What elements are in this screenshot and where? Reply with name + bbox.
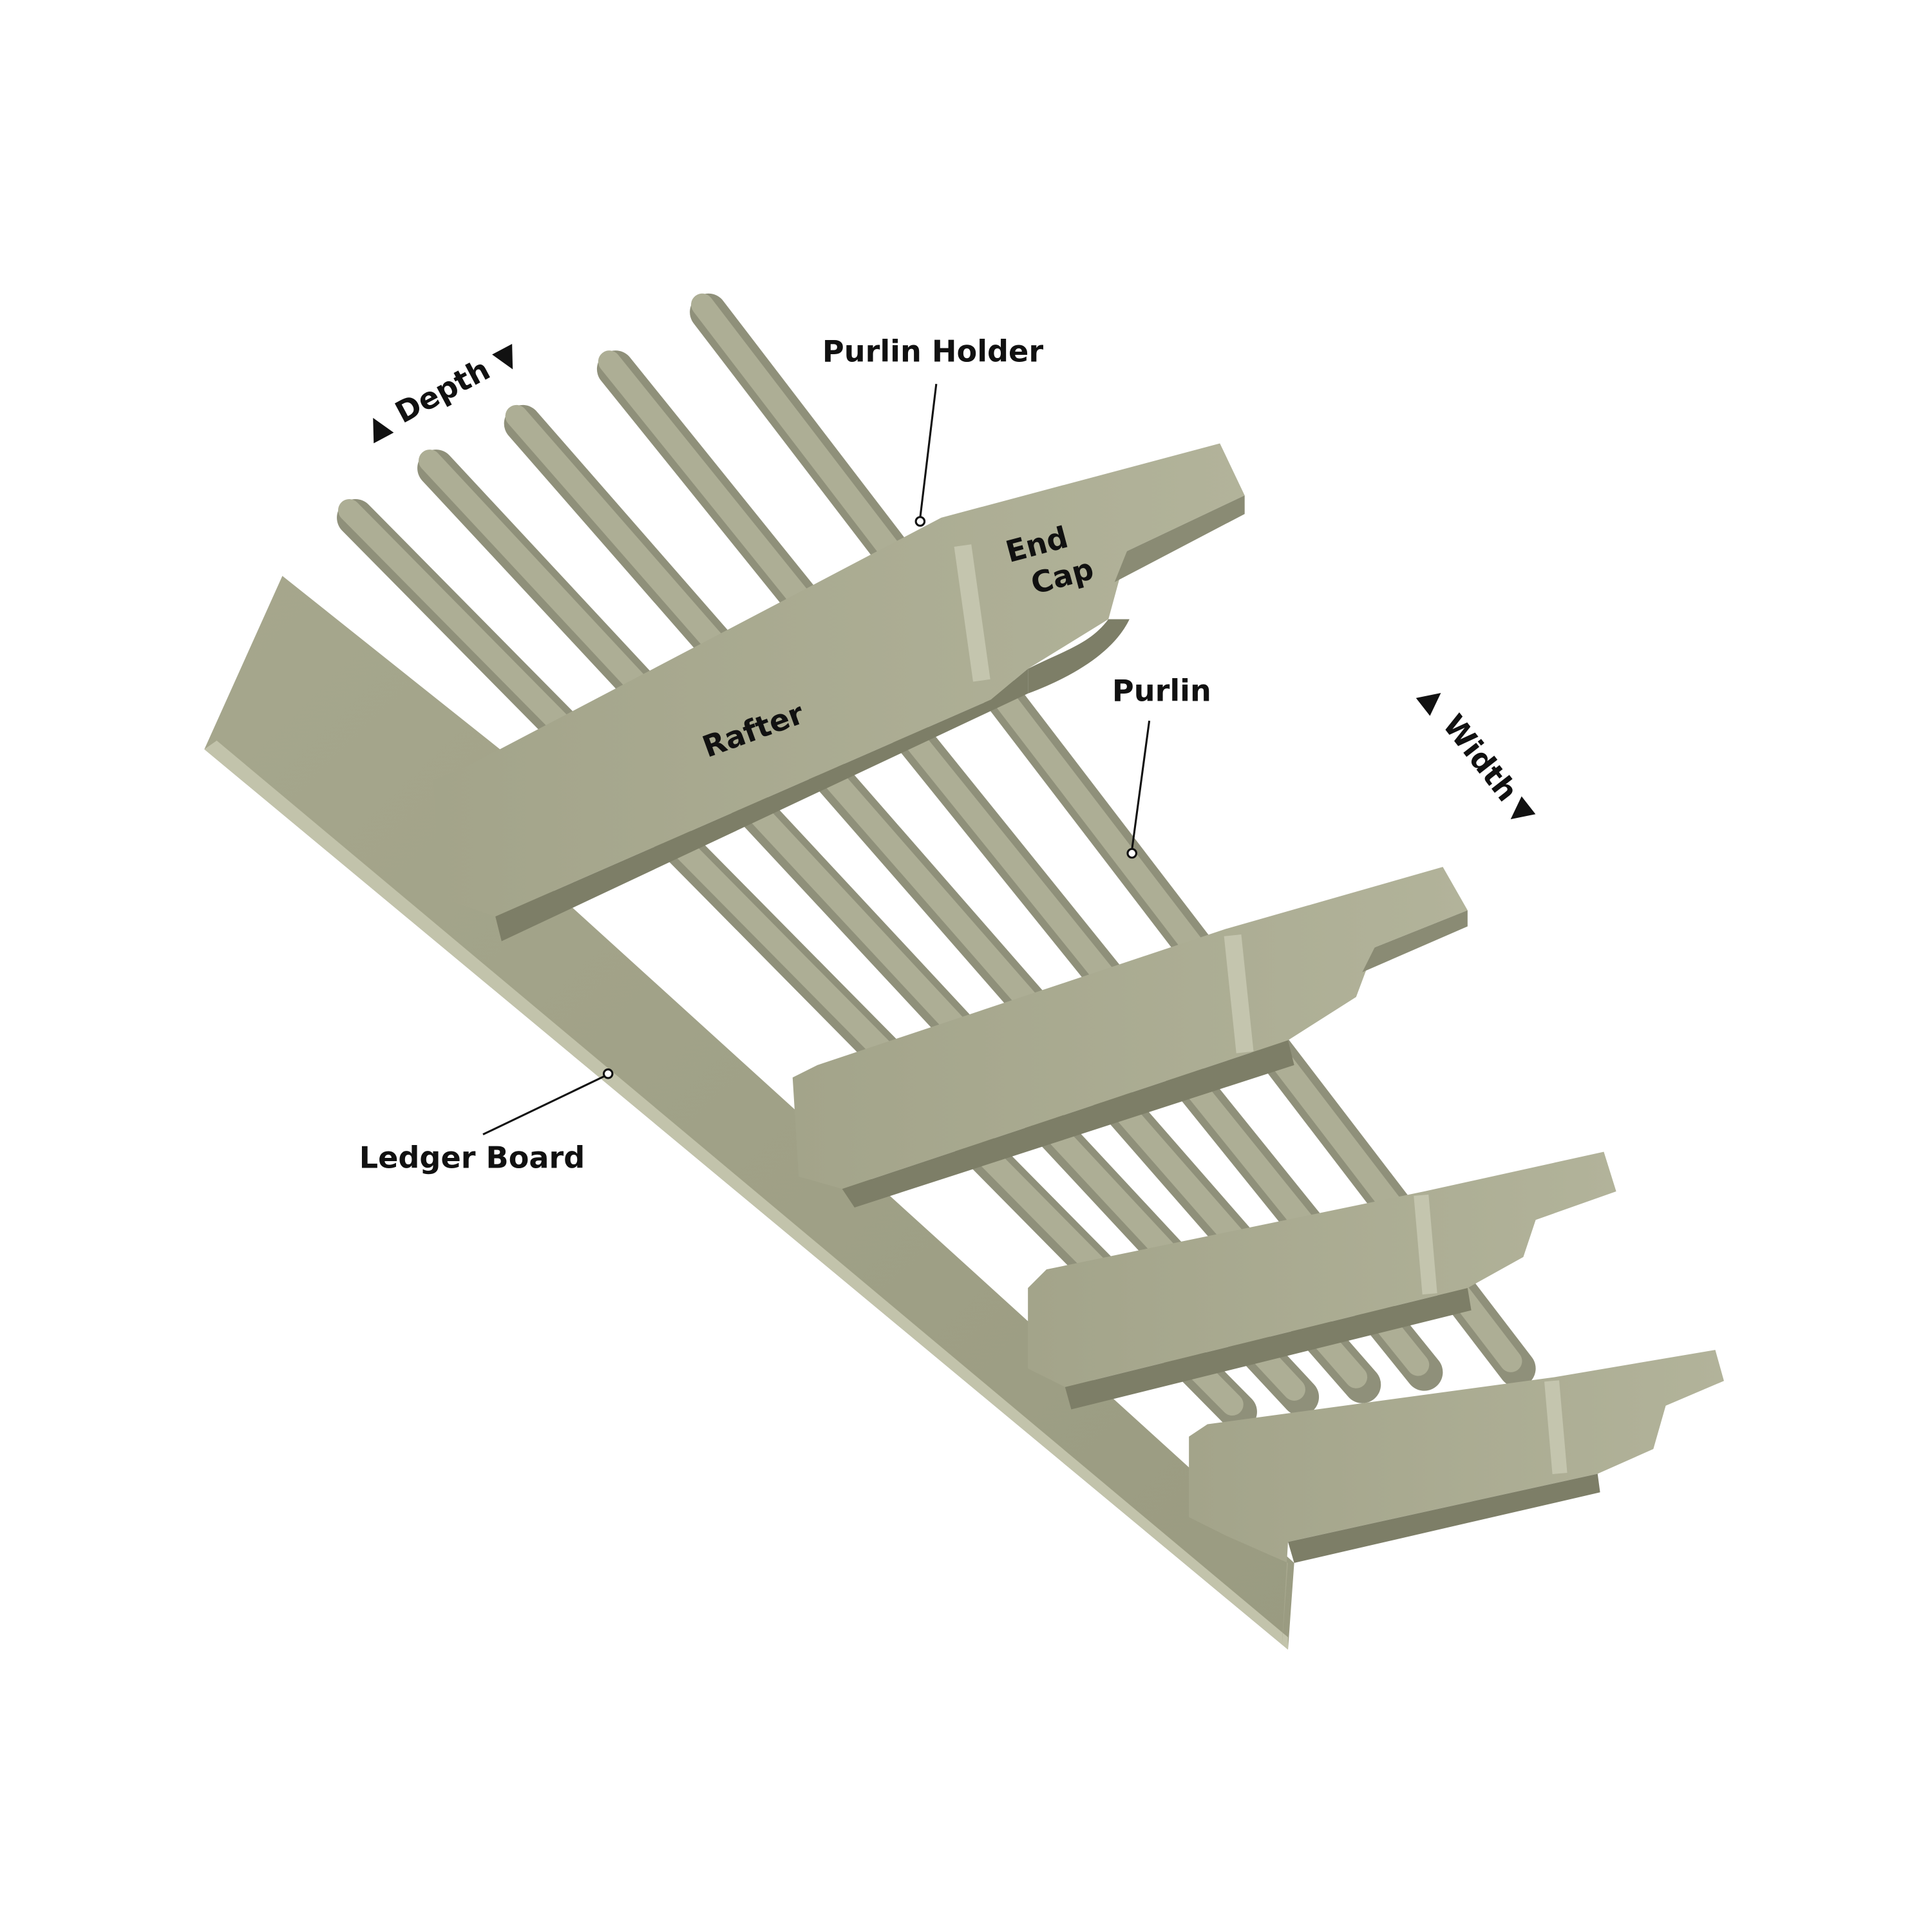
dimension-width: ▲ Width ▼ — [1413, 679, 1542, 831]
label-ledger-board: Ledger Board — [359, 1068, 614, 1175]
ledger-board-marker — [602, 1068, 614, 1079]
ledger-board-label: Ledger Board — [359, 1140, 585, 1175]
purlin-holder-marker — [914, 516, 926, 527]
width-arrow-left-icon: ▲ — [1413, 679, 1455, 719]
label-purlin: Purlin — [1112, 673, 1211, 859]
rafter-3 — [1028, 1151, 1616, 1410]
depth-arrow-down-icon: ▼ — [488, 336, 525, 378]
label-purlin-holder: Purlin Holder — [822, 334, 1043, 527]
width-label: Width — [1436, 708, 1525, 808]
purlin-label: Purlin — [1112, 673, 1211, 708]
rafter-4 — [1189, 1350, 1724, 1647]
rafter-1 — [433, 443, 1245, 942]
dimension-depth: ▲ Depth ▼ — [359, 336, 524, 446]
purlin-holder-leader — [919, 383, 938, 518]
purlin-holder-label: Purlin Holder — [822, 334, 1043, 369]
depth-label: Depth — [390, 352, 495, 430]
ledger-board-leader — [482, 1075, 605, 1135]
purlin-leader — [1131, 721, 1151, 850]
purlins — [337, 293, 1536, 1431]
depth-arrow-up-icon: ▲ — [359, 404, 395, 446]
rafter-2 — [792, 867, 1468, 1208]
purlin-marker — [1126, 848, 1137, 859]
